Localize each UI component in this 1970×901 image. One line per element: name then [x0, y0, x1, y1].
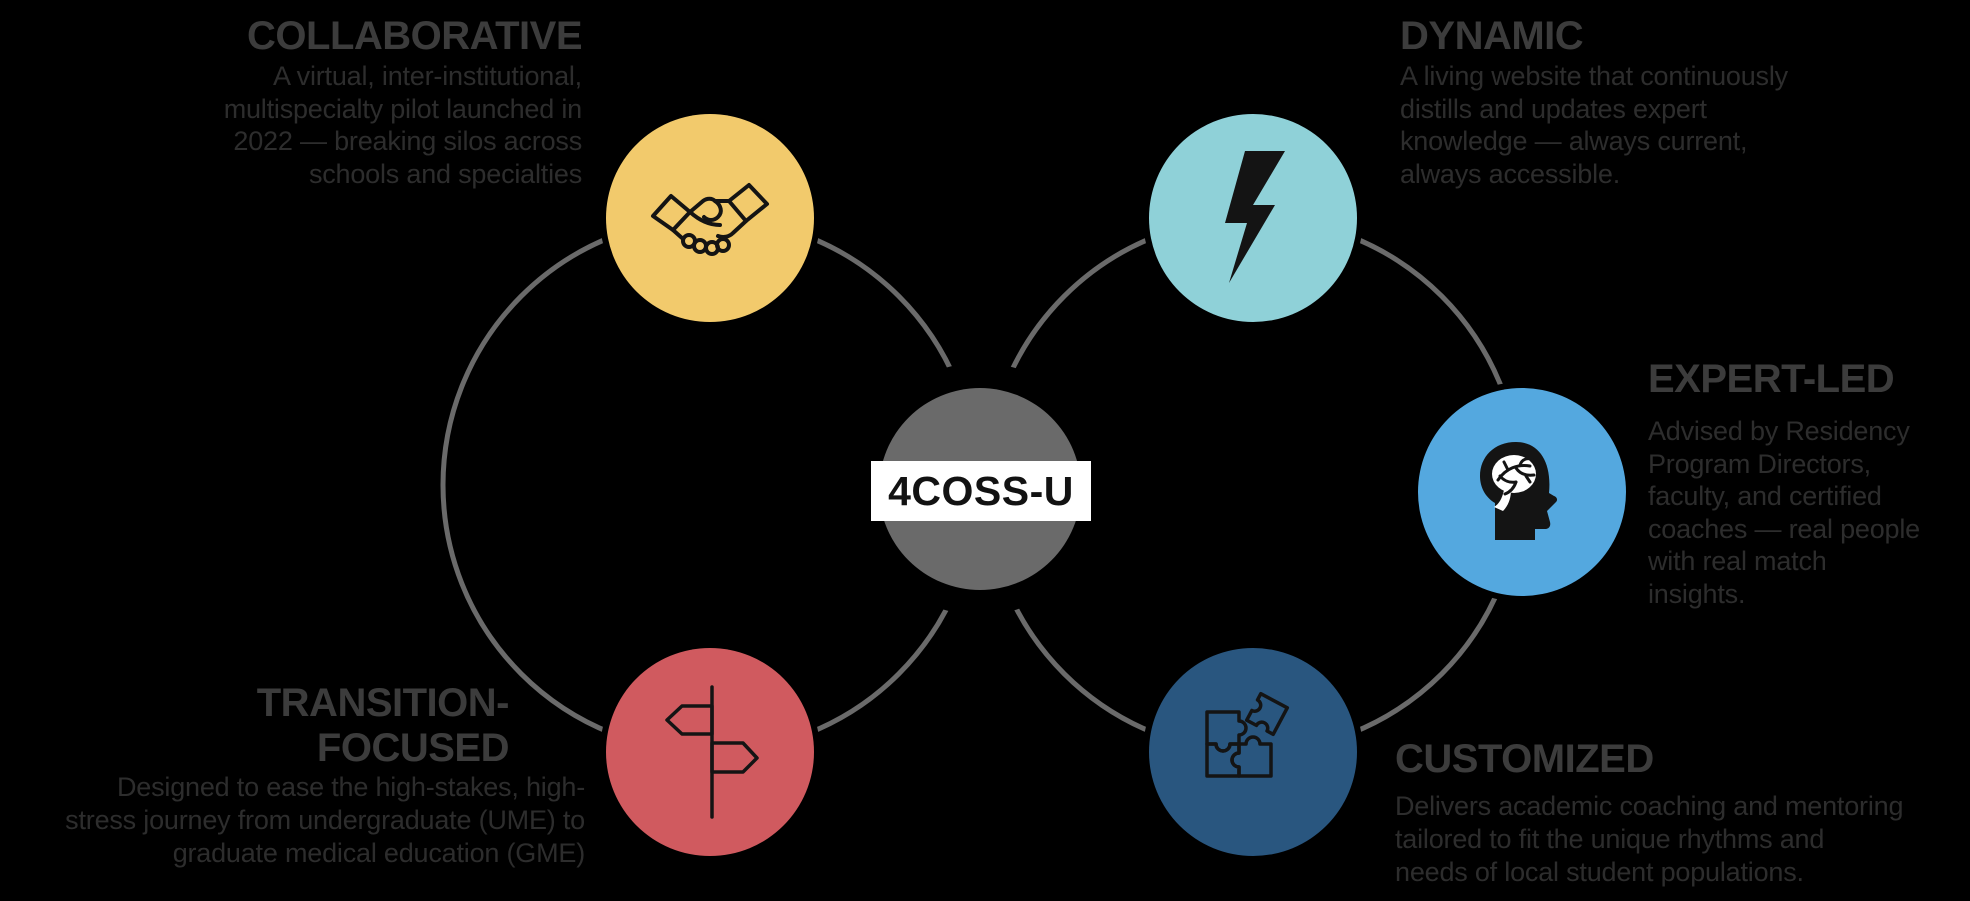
center-label: 4COSS-U — [888, 468, 1074, 514]
head-brain-icon — [1480, 442, 1558, 540]
expert-led-text-block: EXPERT-LED Advised by Residency Program … — [1648, 356, 1920, 610]
lightning-bolt-icon — [1225, 151, 1285, 283]
expert-led-desc-line: insights. — [1648, 578, 1746, 609]
customized-heading: CUSTOMIZED — [1395, 737, 1654, 781]
expert-led-desc-line: Program Directors, — [1648, 448, 1871, 479]
handshake-icon — [651, 183, 769, 256]
dynamic-desc-line: A living website that continuously — [1400, 61, 1788, 91]
collaborative-desc-line: schools and specialties — [308, 158, 582, 189]
transition-focused-desc-line: Designed to ease the high-stakes, high- — [117, 772, 585, 802]
transition-focused-desc-line: stress journey from undergraduate (UME) … — [65, 805, 585, 835]
transition-focused-heading-line: TRANSITION- — [256, 681, 510, 725]
customized-text-block: CUSTOMIZED Delivers academic coaching an… — [1395, 736, 1903, 889]
center-label-band — [871, 461, 1091, 521]
node-circle-customized — [1149, 648, 1357, 856]
collaborative-text-block: COLLABORATIVE A virtual, inter-instituti… — [223, 13, 583, 190]
puzzle-icon — [1205, 691, 1290, 778]
dynamic-heading: DYNAMIC — [1400, 14, 1584, 58]
expert-led-desc-line: coaches — real people — [1648, 513, 1920, 544]
dynamic-text-block: DYNAMIC A living website that continuous… — [1400, 13, 1788, 190]
transition-focused-desc-line: graduate medical education (GME) — [172, 838, 586, 868]
dynamic-desc-line: distills and updates expert — [1400, 93, 1707, 124]
transition-focused-heading-line: FOCUSED — [316, 726, 510, 770]
collaborative-desc-line: A virtual, inter-institutional, — [273, 61, 582, 91]
collaborative-desc-line: 2022 — breaking silos across — [233, 126, 582, 156]
expert-led-desc-line: Advised by Residency — [1648, 416, 1910, 446]
expert-led-heading: EXPERT-LED — [1648, 357, 1895, 401]
expert-led-desc-line: faculty, and certified — [1648, 481, 1882, 511]
collaborative-heading: COLLABORATIVE — [247, 14, 582, 58]
transition-focused-text-block: TRANSITION- FOCUSED Designed to ease the… — [65, 681, 585, 870]
customized-desc-line: needs of local student populations. — [1395, 857, 1804, 887]
signpost-icon — [665, 685, 759, 819]
collaborative-desc-line: multispecialty pilot launched in — [223, 93, 583, 124]
customized-desc-line: tailored to fit the unique rhythms and — [1395, 824, 1825, 854]
dynamic-desc-line: knowledge — always current, — [1400, 126, 1748, 156]
node-circle-transition — [606, 648, 814, 856]
customized-desc-line: Delivers academic coaching and mentoring — [1395, 791, 1904, 821]
expert-led-desc-line: with real match — [1648, 546, 1827, 576]
dynamic-desc-line: always accessible. — [1400, 158, 1620, 189]
transition-focused-heading: TRANSITION- FOCUSED — [65, 681, 510, 771]
